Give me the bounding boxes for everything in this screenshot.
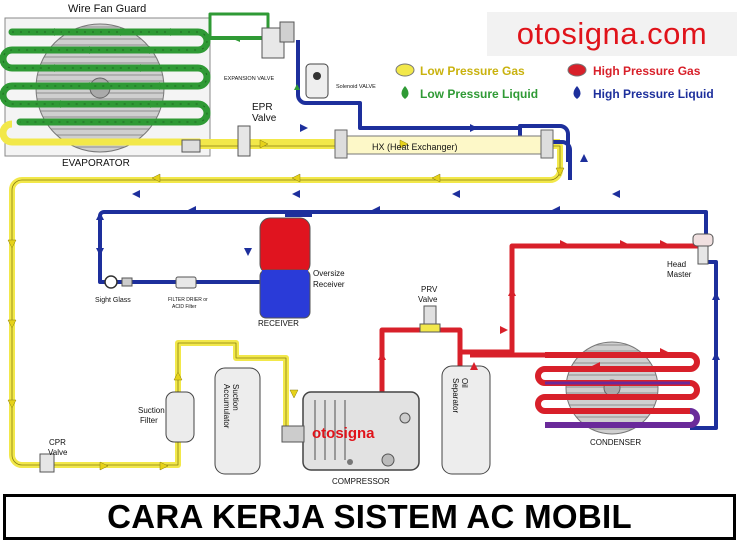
heat-exchanger xyxy=(334,129,554,159)
legend-low-gas-marker xyxy=(395,63,415,77)
cpr-valve xyxy=(39,453,55,473)
head-master-label-1: Head xyxy=(667,260,686,269)
title-banner: CARA KERJA SISTEM AC MOBIL xyxy=(3,494,736,540)
brand-text: otosigna.com xyxy=(516,16,708,51)
filter-drier-label-2: ACID Filter xyxy=(172,304,197,310)
oil-separator xyxy=(441,365,491,475)
oversize-receiver-label-2: Receiver xyxy=(313,280,345,289)
prv-valve-label-2: Valve xyxy=(418,295,438,304)
receiver xyxy=(259,217,311,319)
suction-accumulator xyxy=(214,367,261,475)
watermark: otosigna xyxy=(312,425,375,442)
legend: Low Pressure Gas High Pressure Gas Low P… xyxy=(395,63,714,101)
expansion-valve xyxy=(261,21,295,59)
compressor-label: COMPRESSOR xyxy=(332,477,390,486)
solenoid-valve-label: Solenoid VALVE xyxy=(336,84,376,90)
prv-valve xyxy=(419,305,441,333)
suction-filter-label-2: Filter xyxy=(140,416,158,425)
epr-valve-label-1: EPR xyxy=(252,102,273,113)
banner-title: CARA KERJA SISTEM AC MOBIL xyxy=(107,498,632,535)
suction-accumulator-label-2: Accumulator xyxy=(222,384,231,429)
wire-fan-guard-label: Wire Fan Guard xyxy=(68,3,146,15)
receiver-label: RECEIVER xyxy=(258,319,299,328)
oil-separator-label-2: Separator xyxy=(451,378,460,413)
compressor xyxy=(281,391,420,471)
legend-low-gas-label: Low Pressure Gas xyxy=(420,64,525,78)
evaporator-label: EVAPORATOR xyxy=(62,158,130,169)
filter-drier-label-1: FILTER DRIER or xyxy=(168,297,208,303)
suction-accumulator-label-1: Suction xyxy=(231,384,240,411)
evaporator xyxy=(0,17,211,157)
head-master xyxy=(692,233,714,265)
legend-low-liquid-marker xyxy=(401,86,409,99)
condenser-label: CONDENSER xyxy=(590,438,641,447)
cpr-valve-label-2: Valve xyxy=(48,448,68,457)
legend-high-liquid-label: High Pressure Liquid xyxy=(593,87,714,101)
component-labels: Wire Fan Guard EVAPORATOR EXPANSION VALV… xyxy=(48,3,692,486)
heat-exchanger-label: HX (Heat Exchanger) xyxy=(372,142,458,152)
sight-glass-label: Sight Glass xyxy=(95,297,131,304)
filter-drier xyxy=(175,276,197,289)
flow-arrows xyxy=(7,28,720,471)
suction-filter-label-1: Suction xyxy=(138,406,165,415)
legend-high-gas-label: High Pressure Gas xyxy=(593,64,701,78)
oversize-receiver-label-1: Oversize xyxy=(313,269,345,278)
legend-high-gas-marker xyxy=(567,63,587,77)
solenoid-valve xyxy=(305,63,329,99)
prv-valve-label-1: PRV xyxy=(421,285,438,294)
brand-logo: otosigna.com xyxy=(487,12,737,56)
cpr-valve-label-1: CPR xyxy=(49,438,66,447)
oil-separator-label-1: Oil xyxy=(460,378,469,388)
expansion-valve-label: EXPANSION VALVE xyxy=(224,76,274,82)
suction-filter xyxy=(165,391,195,443)
condenser xyxy=(535,341,700,435)
legend-high-liquid-marker xyxy=(573,86,581,99)
epr-valve-label-2: Valve xyxy=(252,113,277,124)
head-master-label-2: Master xyxy=(667,270,692,279)
epr-valve xyxy=(181,125,251,157)
sight-glass xyxy=(104,275,133,289)
legend-low-liquid-label: Low Pressure Liquid xyxy=(420,87,538,101)
